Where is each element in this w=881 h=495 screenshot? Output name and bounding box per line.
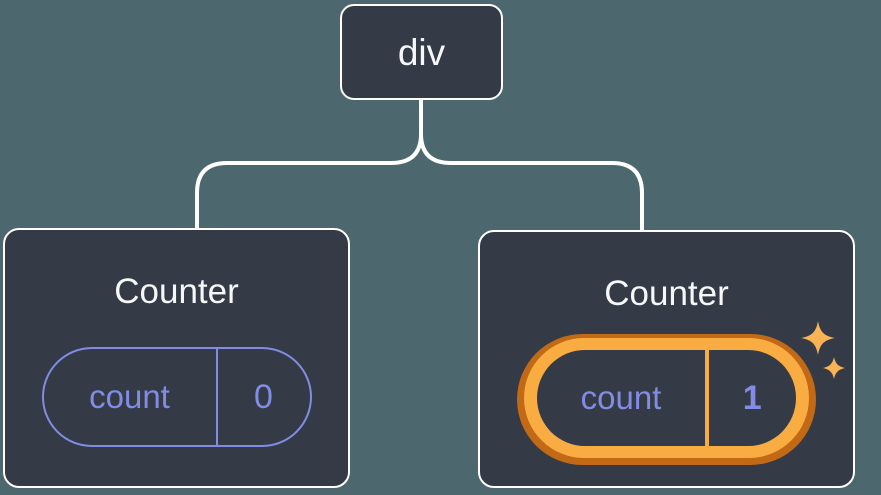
counter-card-right: Counter count 1 (478, 230, 855, 488)
root-node: div (340, 4, 503, 100)
connector-branch-right (419, 98, 644, 232)
pill-divider (705, 350, 709, 446)
state-pill: count 0 (41, 347, 312, 447)
counter-title: Counter (604, 274, 729, 313)
state-key: count (580, 379, 662, 416)
root-node-label: div (397, 31, 446, 73)
sparkle-icon-small (823, 357, 845, 379)
counter-title: Counter (114, 272, 239, 311)
state-value: 0 (254, 377, 273, 416)
state-value: 1 (742, 378, 762, 417)
connector-branch-left (195, 98, 423, 230)
state-pill-highlighted: count 1 (537, 350, 796, 446)
counter-card-left: Counter count 0 (3, 228, 350, 488)
state-pill-highlight-ring-outer: count 1 (517, 334, 816, 465)
pill-divider (215, 349, 218, 445)
sparkle-icon-large (801, 321, 835, 355)
state-key: count (89, 378, 170, 415)
state-pill-highlight-ring-inner: count 1 (524, 338, 809, 458)
sparkle-icon (801, 321, 845, 379)
